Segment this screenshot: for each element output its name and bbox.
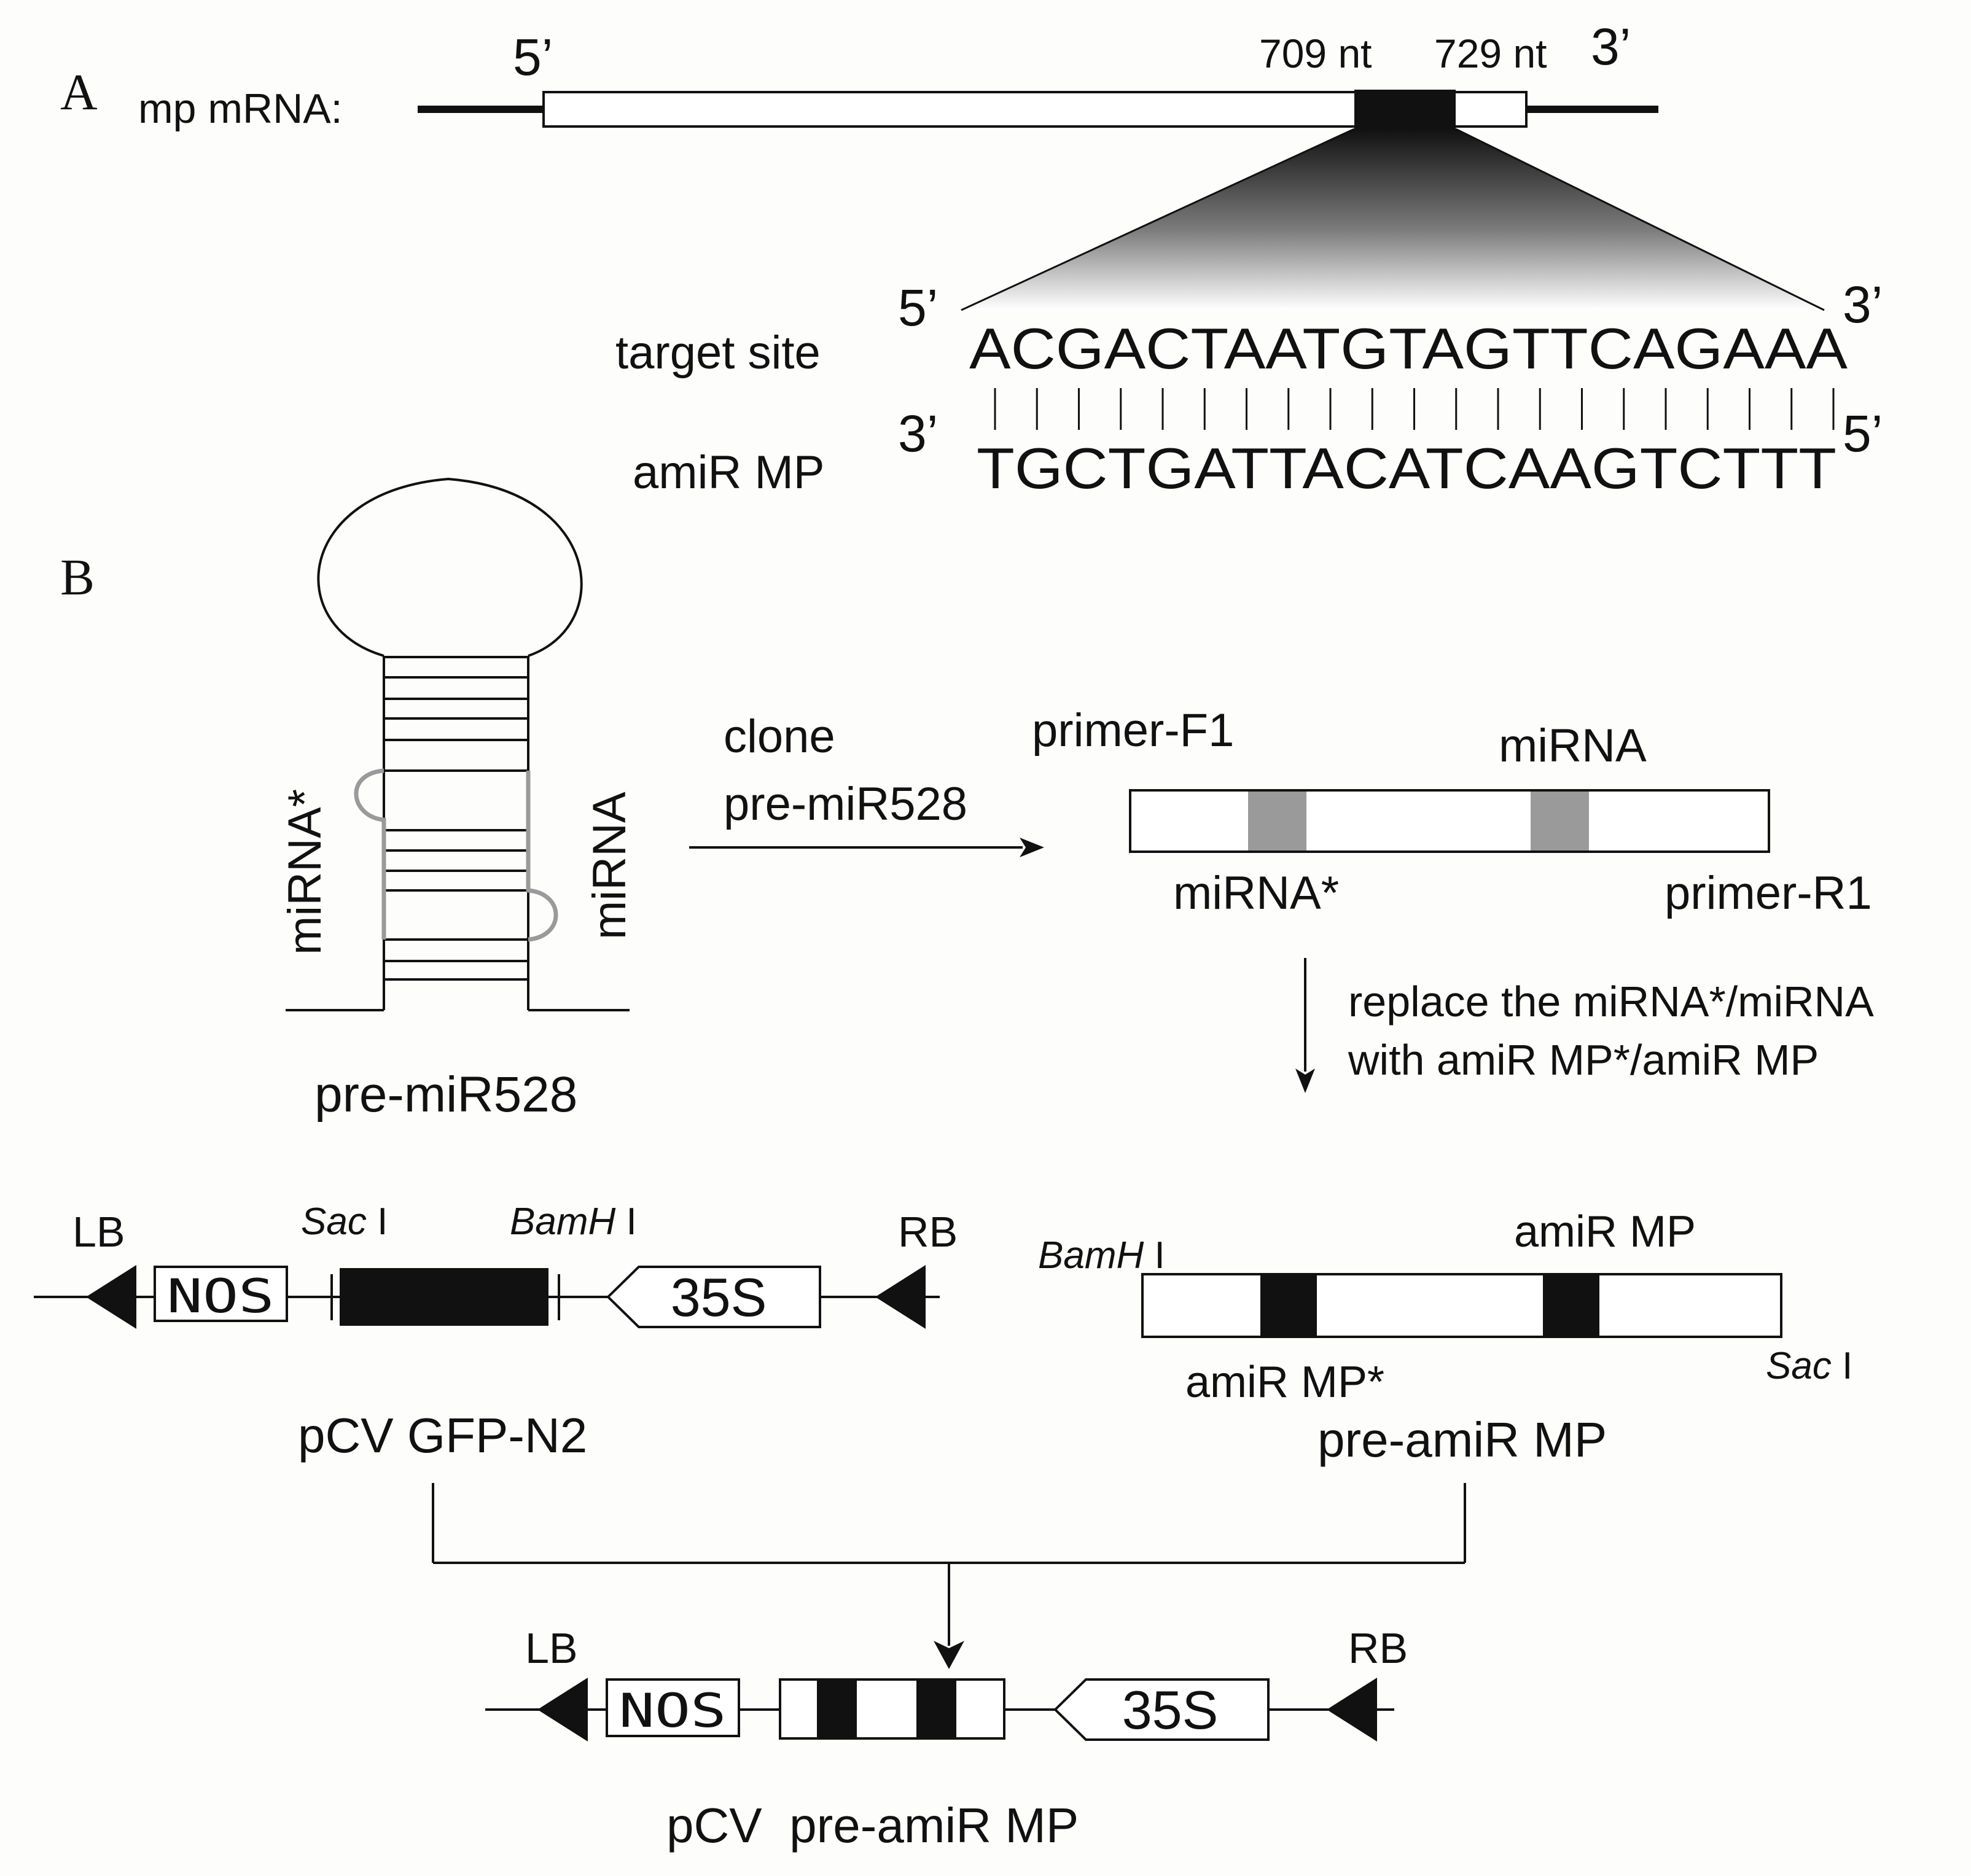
- final-35s-text: 35S: [1122, 1679, 1219, 1740]
- clone-arrowhead: [1020, 838, 1044, 857]
- target-site-label: target site: [615, 327, 821, 379]
- replace-text-line1: replace the miRNA*/miRNA: [1348, 978, 1874, 1026]
- final-lb-label: LB: [525, 1624, 578, 1672]
- target-region-block: [1354, 90, 1456, 129]
- insert-amir-star-label: amiR MP*: [1185, 1358, 1384, 1407]
- insert-pre-amir-mp: BamH I amiR MP amiR MP* Sac I pre-amiR M…: [1038, 1207, 1852, 1467]
- insert-name: pre-amiR MP: [1317, 1412, 1607, 1467]
- final-rb-arrow: [1327, 1678, 1377, 1742]
- final-amir-star-block: [817, 1681, 857, 1737]
- construct-mirna-star-label: miRNA*: [1173, 867, 1339, 919]
- hairpin-mirna-label: miRNA: [583, 792, 636, 940]
- insert-amir-block: [1543, 1275, 1599, 1336]
- hairpin-loop: [317, 477, 583, 657]
- hairpin-mirna-star-label: miRNA*: [279, 789, 331, 955]
- mrna-three-prime: 3’: [1591, 18, 1631, 76]
- panel-b: B miRNA* miRNA pre-miR528 clone pre-miR5…: [34, 477, 1874, 1853]
- final-nos-box: [606, 1678, 740, 1737]
- panel-b-label: B: [60, 549, 95, 606]
- replace-text-line2: with amiR MP*/amiR MP: [1348, 1036, 1819, 1084]
- vector1-35s-promoter: [606, 1266, 821, 1328]
- construct-mirna-label: miRNA: [1499, 720, 1647, 772]
- position-start: 709 nt: [1259, 31, 1372, 76]
- amir-label: amiR MP: [633, 446, 824, 499]
- vector1-bamhi-label: BamH I: [510, 1201, 637, 1243]
- target-sequence: ACGACTAATGTAGTTCAGAAA: [969, 316, 1848, 381]
- vector1-rb-arrow: [875, 1265, 926, 1329]
- final-vector-name: pCV pre-amiR MP: [666, 1798, 1079, 1853]
- target-five-prime: 5’: [898, 279, 938, 337]
- vector-pcv-pre-amir-mp: LB RB NOS 35S pCV pre-amiR MP: [485, 1624, 1408, 1853]
- ligation-arrowhead: [934, 1641, 964, 1669]
- amir-five-prime: 5’: [1843, 405, 1883, 462]
- primer-f1-label: primer-F1: [1032, 704, 1234, 757]
- position-end: 729 nt: [1434, 31, 1547, 76]
- primer-r1-label: primer-R1: [1665, 867, 1872, 919]
- panel-a: A mp mRNA: 5’ 709 nt 729 nt 3’ 5’ 3’ tar…: [60, 18, 1883, 500]
- vector1-lb-arrow: [86, 1265, 136, 1329]
- mrna-label: mp mRNA:: [138, 85, 342, 132]
- target-three-prime: 3’: [1843, 276, 1883, 333]
- vector1-rb-label: RB: [898, 1208, 958, 1256]
- clone-label-line1: clone: [724, 710, 835, 763]
- amir-three-prime: 3’: [898, 405, 938, 462]
- final-rb-label: RB: [1348, 1624, 1408, 1672]
- hairpin-name: pre-miR528: [314, 1067, 577, 1123]
- construct-mirna-star-block: [1248, 792, 1306, 850]
- mirna-strand: [526, 771, 558, 942]
- mrna-five-prime: 5’: [513, 28, 553, 86]
- panel-a-label: A: [60, 64, 98, 121]
- vector1-nos-text: NOS: [167, 1269, 275, 1323]
- insert-bamhi-label: BamH I: [1038, 1234, 1165, 1277]
- vector1-saci-label: Sac I: [301, 1201, 388, 1243]
- base-pair-ticks: [994, 388, 1835, 430]
- construct-mirna-block: [1531, 792, 1589, 850]
- vector1-gfp-block: [340, 1268, 548, 1326]
- final-amir-block: [916, 1681, 956, 1737]
- replace-arrowhead: [1295, 1068, 1315, 1093]
- final-lb-arrow: [537, 1678, 588, 1742]
- pre-mir528-hairpin: [286, 477, 630, 1011]
- hairpin-base-pairs: [384, 656, 528, 981]
- pre-mir528-construct: [1129, 789, 1770, 853]
- insert-construct-box: [1141, 1273, 1782, 1338]
- final-insert-box: [779, 1678, 1005, 1740]
- insert-amir-label: amiR MP: [1514, 1207, 1696, 1256]
- final-35s-promoter: [1053, 1678, 1270, 1741]
- ligation-bracket: [432, 1483, 1466, 1646]
- vector1-nos-box: [154, 1266, 288, 1322]
- vector1-35s-text: 35S: [671, 1267, 767, 1328]
- mirna-star-strand: [354, 768, 386, 940]
- clone-label-line2: pre-miR528: [724, 778, 967, 830]
- insert-amir-star-block: [1260, 1275, 1317, 1336]
- zoom-triangle: [961, 129, 1824, 310]
- final-nos-text: NOS: [619, 1683, 727, 1738]
- vector1-name: pCV GFP-N2: [298, 1408, 587, 1463]
- amir-sequence: TGCTGATTACATCAAGTCTTT: [977, 436, 1836, 500]
- vector1-lb-label: LB: [72, 1208, 125, 1256]
- vector-pcv-gfp-n2: LB RB Sac I BamH I NOS 35S pCV GFP-N2: [34, 1201, 958, 1463]
- insert-saci-label: Sac I: [1766, 1345, 1852, 1387]
